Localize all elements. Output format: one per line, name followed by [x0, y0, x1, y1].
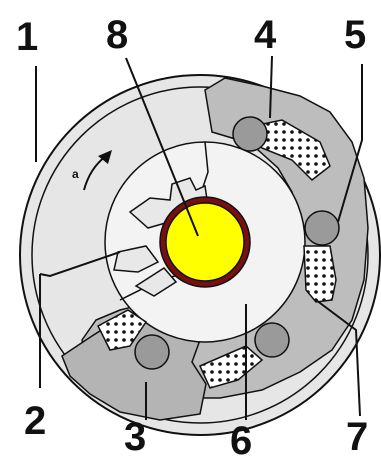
callout-5: 5: [344, 13, 366, 57]
callout-8: 8: [106, 13, 128, 57]
callout-6: 6: [230, 419, 252, 460]
callout-2: 2: [24, 399, 46, 443]
roller-top: [233, 117, 267, 151]
callout-3: 3: [124, 415, 146, 459]
roller-right: [305, 211, 339, 245]
shaft: [166, 203, 244, 281]
roller-bottom-left: [135, 335, 169, 369]
roller-bottom-right: [255, 323, 289, 357]
callout-1: 1: [16, 15, 38, 59]
spring-pocket-right: [304, 246, 336, 302]
rotation-label: a: [72, 167, 79, 181]
callout-7: 7: [346, 415, 368, 459]
callout-4: 4: [254, 13, 277, 57]
